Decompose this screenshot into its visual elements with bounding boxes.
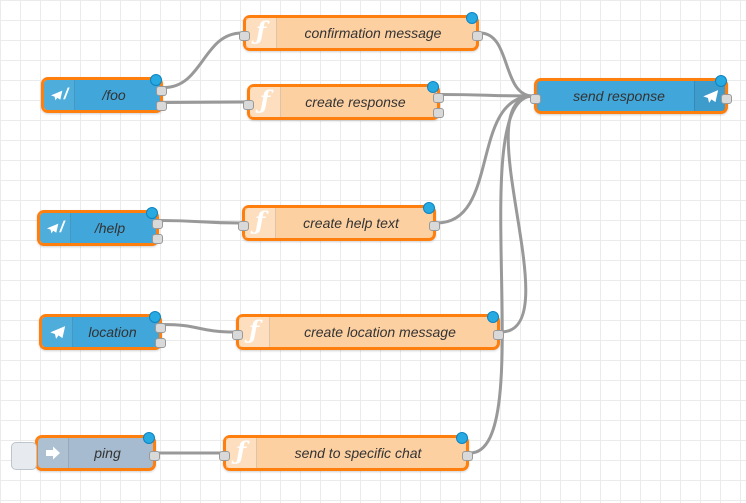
inject-arrow-icon [46, 446, 60, 460]
node-create-location-message[interactable]: ƒ create location message [232, 311, 504, 350]
input-port-create-help-text[interactable] [238, 221, 249, 231]
node-create-help-text[interactable]: ƒ create help text [238, 202, 440, 241]
changed-indicator-dot [487, 311, 499, 323]
function-icon-box: ƒ [250, 87, 281, 117]
telegram-plane-icon [50, 90, 63, 100]
telegram-plane-icon-box [42, 317, 73, 347]
telegram-plane-icon [702, 89, 718, 103]
output-port-create-help-text-0[interactable] [429, 221, 440, 231]
output-port-help-0[interactable] [152, 218, 163, 229]
inject-button[interactable] [11, 442, 37, 470]
node-label: confirmation message [304, 25, 442, 41]
output-port-help-1[interactable] [152, 233, 163, 244]
output-port-create-response-0[interactable] [433, 92, 444, 103]
changed-indicator-dot [715, 75, 727, 87]
changed-indicator-dot [423, 202, 435, 214]
wire-send-to-specific-chat-to-send-response[interactable] [468, 94, 535, 455]
inject-arrow-icon-box [38, 438, 69, 468]
input-port-send-to-specific-chat[interactable] [219, 451, 230, 461]
node-label: create help text [303, 215, 399, 231]
changed-indicator-dot [146, 207, 158, 219]
node-label: location [88, 324, 137, 340]
output-port-location-1[interactable] [155, 337, 166, 348]
function-icon: ƒ [259, 85, 271, 114]
wire-confirmation-message-to-send-response[interactable] [478, 31, 535, 98]
input-port-create-response[interactable] [243, 100, 254, 110]
node-ping[interactable]: ping [11, 432, 160, 471]
telegram-plane-icon [49, 325, 65, 339]
output-port-send-response-0[interactable] [721, 94, 732, 104]
node-confirmation-message[interactable]: ƒ confirmation message [239, 12, 483, 51]
changed-indicator-dot [149, 311, 161, 323]
function-icon: ƒ [254, 206, 266, 235]
input-port-create-location-message[interactable] [232, 330, 243, 340]
slash-icon: / [63, 86, 69, 103]
changed-indicator-dot [466, 12, 478, 24]
changed-indicator-dot [427, 81, 439, 93]
output-port-send-to-specific-chat-0[interactable] [462, 451, 473, 461]
output-port-foo-1[interactable] [156, 100, 167, 111]
output-port-create-location-message-0[interactable] [493, 330, 504, 340]
function-icon-box: ƒ [239, 317, 270, 347]
changed-indicator-dot [150, 74, 162, 86]
function-icon: ƒ [255, 16, 267, 45]
node-location[interactable]: location [39, 311, 166, 350]
node-create-response[interactable]: ƒ create response [243, 81, 444, 120]
telegram-plane-icon-box: / [44, 80, 75, 110]
function-icon: ƒ [248, 315, 260, 344]
slash-icon: / [59, 219, 65, 236]
telegram-plane-icon-box: / [40, 213, 71, 243]
wire-create-help-text-to-send-response[interactable] [435, 94, 535, 225]
output-port-ping-0[interactable] [149, 451, 160, 461]
node-foo[interactable]: / /foo [41, 74, 167, 113]
output-port-location-0[interactable] [155, 322, 166, 333]
node-send-response[interactable]: send response [530, 75, 732, 114]
output-port-create-response-1[interactable] [433, 107, 444, 118]
node-label: /foo [102, 87, 126, 103]
node-label: /help [94, 220, 126, 236]
node-label: create response [305, 94, 406, 110]
input-port-confirmation-message[interactable] [239, 31, 250, 41]
function-icon-box: ƒ [226, 438, 257, 468]
output-port-confirmation-message-0[interactable] [472, 31, 483, 41]
wire-foo-to-create-response[interactable] [162, 100, 248, 104]
function-icon-box: ƒ [245, 208, 276, 238]
wire-location-to-create-location-message[interactable] [161, 323, 237, 334]
node-label: send to specific chat [294, 445, 422, 461]
wire-foo-to-confirmation-message[interactable] [162, 31, 244, 89]
telegram-plane-icon [46, 223, 59, 233]
output-port-foo-0[interactable] [156, 85, 167, 96]
node-label: create location message [304, 324, 456, 340]
node-label: send response [573, 88, 665, 104]
node-label: ping [94, 445, 121, 461]
node-send-to-specific-chat[interactable]: ƒ send to specific chat [219, 432, 473, 471]
function-icon: ƒ [235, 436, 247, 465]
function-icon-box: ƒ [246, 18, 277, 48]
input-port-send-response[interactable] [530, 94, 541, 104]
wire-create-response-to-send-response[interactable] [439, 93, 535, 98]
changed-indicator-dot [143, 432, 155, 444]
wire-help-to-create-help-text[interactable] [158, 219, 243, 225]
node-help[interactable]: / /help [37, 207, 163, 246]
changed-indicator-dot [456, 432, 468, 444]
